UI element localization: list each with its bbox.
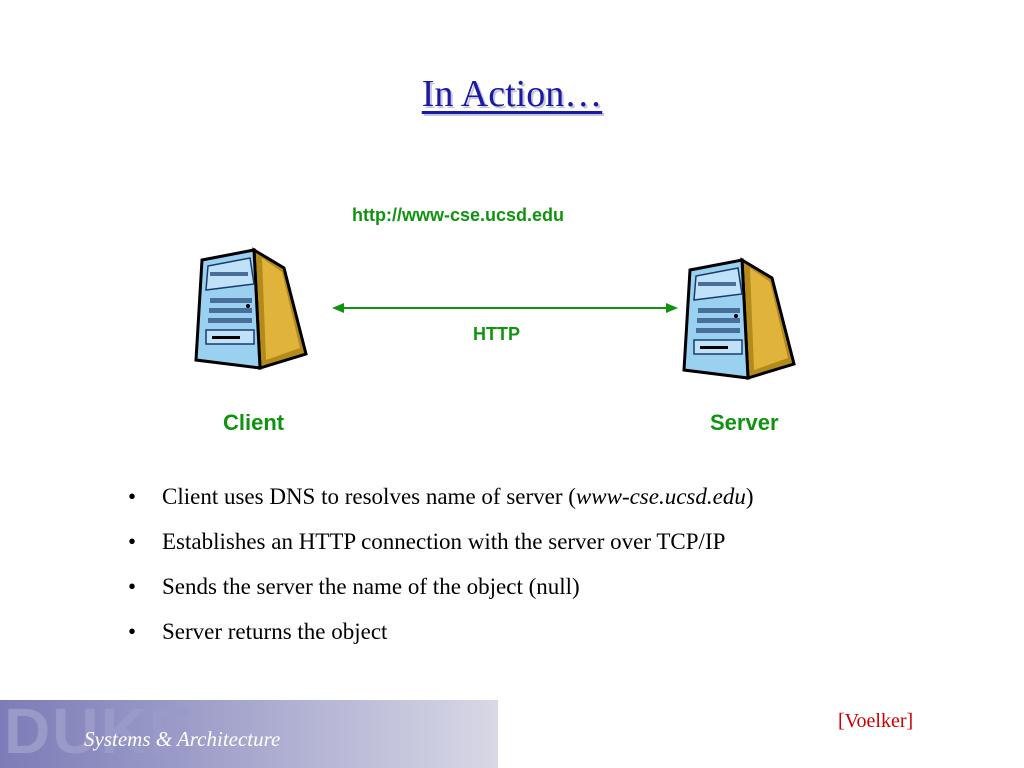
bullet-item: • Sends the server the name of the object… xyxy=(128,570,754,615)
bullet-text-end: ) xyxy=(745,484,754,509)
bullet-item: • Establishes an HTTP connection with the… xyxy=(128,525,754,570)
bullet-dot: • xyxy=(128,619,137,644)
bullet-text: Sends the server the name of the object … xyxy=(162,574,580,599)
bullet-dot: • xyxy=(128,529,137,554)
server-computer-icon xyxy=(682,257,796,380)
http-label: HTTP xyxy=(473,324,520,344)
http-connection-arrow xyxy=(332,303,678,313)
bullet-item: • Client uses DNS to resolves name of ser… xyxy=(128,480,754,525)
client-computer-icon xyxy=(194,247,308,370)
credit-label: [Voelker] xyxy=(838,710,914,732)
client-label: Client xyxy=(223,410,285,435)
bullet-text: Server returns the object xyxy=(162,619,388,644)
bullet-italic-host: www-cse.ucsd.edu xyxy=(575,484,746,509)
bullet-item: • Server returns the object xyxy=(128,615,754,660)
duke-logo: DUKE xyxy=(4,700,194,767)
bullet-text: Client uses DNS to resolves name of serv… xyxy=(162,484,576,509)
footer-subtitle: Systems & Architecture xyxy=(84,727,281,751)
server-label: Server xyxy=(710,410,779,435)
footer-band: DUKE Systems & Architecture xyxy=(0,700,498,768)
slide-title: In Action… xyxy=(421,73,603,115)
bullet-dot: • xyxy=(128,484,137,509)
bullet-list: • Client uses DNS to resolves name of ser… xyxy=(128,480,754,660)
bullet-dot: • xyxy=(128,574,137,599)
url-label: http://www-cse.ucsd.edu xyxy=(352,205,565,225)
bullet-text: Establishes an HTTP connection with the … xyxy=(162,529,726,554)
